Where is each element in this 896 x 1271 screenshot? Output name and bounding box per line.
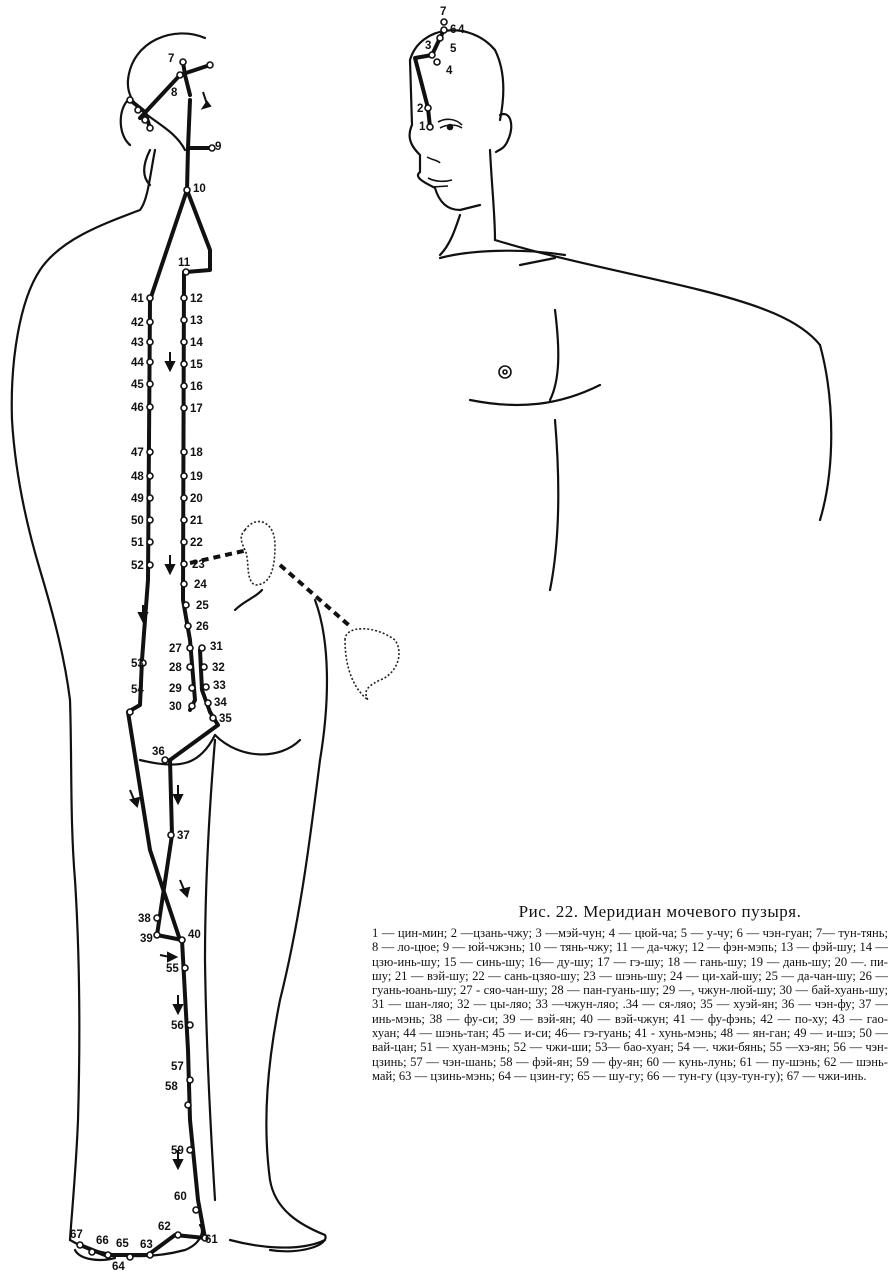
point-label-29: 29 [169, 683, 182, 695]
point-label-52: 52 [131, 560, 144, 572]
point-label-13: 13 [190, 315, 203, 327]
point-label-49: 49 [131, 493, 144, 505]
point-label-54: 54 [131, 684, 144, 696]
point-label-58: 58 [165, 1081, 178, 1093]
point-label-16: 16 [190, 381, 203, 393]
point-label-28: 28 [169, 662, 182, 674]
point-label-10: 10 [193, 183, 206, 195]
point-label-50: 50 [131, 515, 144, 527]
face-point-labels: 7 6 4 3 5 4 2 1 [417, 6, 465, 133]
point-label-53: 53 [131, 658, 144, 670]
face-features [427, 119, 511, 378]
caption-title: Рис. 22. Меридиан мочевого пузыря. [432, 902, 888, 922]
point-label-51: 51 [131, 537, 144, 549]
organ-connector [190, 550, 352, 628]
point-label-24: 24 [194, 579, 207, 591]
point-label-27: 27 [169, 643, 182, 655]
point-label-39: 39 [140, 933, 153, 945]
face-outline [410, 30, 832, 590]
point-label-25: 25 [196, 600, 209, 612]
point-label-56: 56 [171, 1020, 184, 1032]
figure-caption: Рис. 22. Меридиан мочевого пузыря. 1 — ц… [372, 902, 888, 1083]
point-label-18: 18 [190, 447, 203, 459]
point-label-60: 60 [174, 1191, 187, 1203]
point-label-36: 36 [152, 746, 165, 758]
point-label-9: 9 [215, 141, 221, 153]
point-label-23: 23 [192, 559, 205, 571]
point-label-19: 19 [190, 471, 203, 483]
point-label-14: 14 [190, 337, 203, 349]
point-label-55: 55 [166, 963, 179, 975]
point-label-34: 34 [214, 697, 227, 709]
face-label-6: 6 [450, 24, 456, 36]
point-label-44: 44 [131, 357, 144, 369]
face-label-7: 7 [440, 6, 446, 18]
point-label-17: 17 [190, 403, 203, 415]
point-label-61: 61 [205, 1234, 218, 1246]
point-label-31: 31 [210, 641, 223, 653]
point-label-66: 66 [96, 1235, 109, 1247]
point-label-30: 30 [169, 701, 182, 713]
face-label-4a: 4 [458, 24, 465, 36]
point-label-47: 47 [131, 447, 144, 459]
point-label-67: 67 [70, 1229, 83, 1241]
point-label-32: 32 [212, 662, 225, 674]
point-label-48: 48 [131, 471, 144, 483]
point-label-35: 35 [219, 713, 232, 725]
face-label-2: 2 [417, 103, 423, 115]
point-label-40: 40 [188, 929, 201, 941]
face-label-5: 5 [450, 43, 457, 55]
point-label-62: 62 [158, 1221, 171, 1233]
point-label-65: 65 [116, 1238, 129, 1250]
point-label-37: 37 [177, 830, 190, 842]
point-label-45: 45 [131, 379, 144, 391]
bladder-organ [345, 629, 399, 700]
face-label-3: 3 [425, 40, 431, 52]
point-label-64: 64 [112, 1261, 125, 1271]
point-label-57: 57 [171, 1061, 184, 1073]
point-label-42: 42 [131, 317, 144, 329]
point-label-33: 33 [213, 680, 226, 692]
point-label-20: 20 [190, 493, 203, 505]
point-label-59: 59 [171, 1145, 184, 1157]
point-label-8: 8 [171, 87, 178, 99]
acupoints-back [77, 59, 216, 1260]
point-label-22: 22 [190, 537, 203, 549]
point-label-46: 46 [131, 402, 144, 414]
point-label-12: 12 [190, 293, 203, 305]
point-label-26: 26 [196, 621, 209, 633]
kidney-organ [241, 522, 275, 585]
point-label-11: 11 [178, 257, 191, 269]
meridian-path-back [80, 62, 218, 1255]
point-label-41: 41 [131, 293, 144, 305]
point-label-43: 43 [131, 337, 144, 349]
point-label-15: 15 [190, 359, 203, 371]
point-label-63: 63 [140, 1239, 153, 1251]
face-label-4b: 4 [446, 65, 453, 77]
caption-legend: 1 — цин-мин; 2 —цзань-чжу; 3 —мэй-чун; 4… [372, 926, 888, 1083]
face-label-1: 1 [419, 121, 426, 133]
point-label-38: 38 [138, 913, 151, 925]
point-label-7: 7 [168, 53, 174, 65]
point-label-21: 21 [190, 515, 203, 527]
